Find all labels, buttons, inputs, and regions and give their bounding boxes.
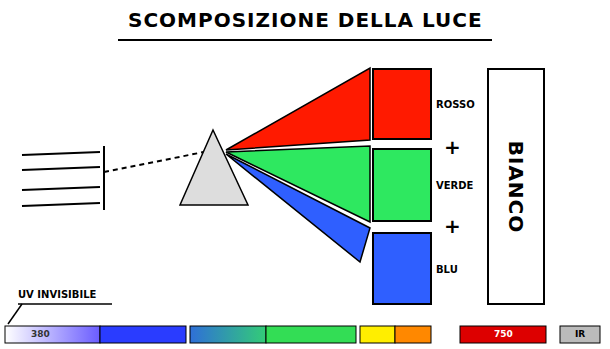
color-name: BLU: [436, 263, 458, 274]
blue-swatch: BLU: [372, 232, 432, 305]
green-swatch: VERDE: [372, 148, 432, 222]
prism: [180, 130, 248, 205]
leader-line: [8, 304, 22, 324]
result-label: BIANCO: [504, 140, 528, 233]
plus-sign: +: [444, 216, 461, 236]
wavelength-number: 380: [31, 330, 50, 339]
uv-label: UV INVISIBILE: [18, 290, 96, 300]
white-box: BIANCO: [487, 68, 545, 305]
title-underline: [118, 39, 492, 41]
red-swatch: ROSSO: [372, 68, 432, 140]
red-beam: [226, 68, 370, 150]
ir-label: IR: [575, 330, 585, 339]
label-underline: [18, 303, 112, 305]
title: SCOMPOSIZIONE DELLA LUCE: [128, 8, 483, 32]
blue-beam: [226, 154, 370, 262]
color-name: ROSSO: [436, 99, 475, 110]
spectrum-bar: [5, 326, 600, 343]
color-name: VERDE: [436, 180, 473, 191]
plus-sign: +: [444, 137, 461, 157]
wavelength-number: 750: [494, 330, 513, 339]
